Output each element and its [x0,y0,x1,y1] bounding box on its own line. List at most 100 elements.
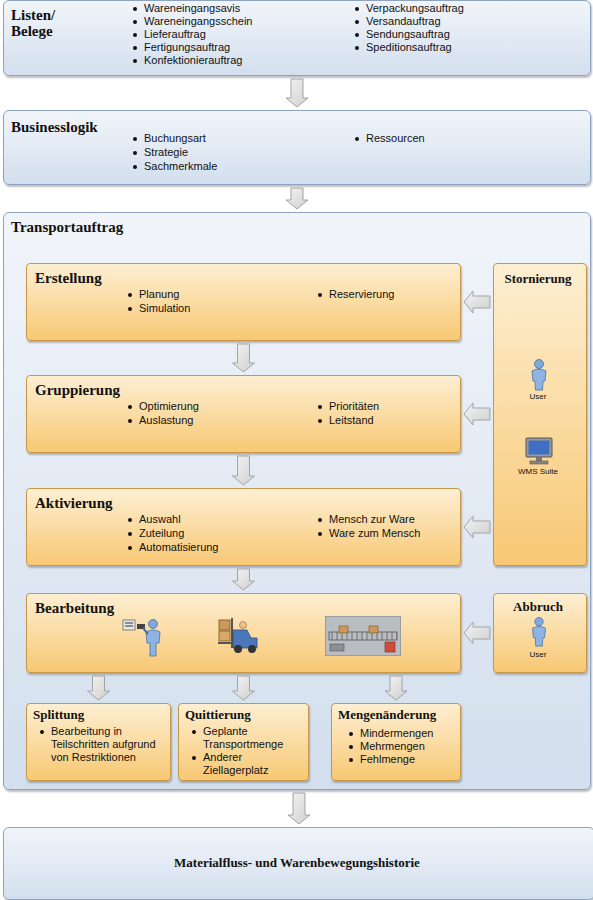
crate [219,631,230,641]
bullet-dot [349,758,353,762]
bullet-item: Versandauftrag [366,15,441,28]
box [339,626,348,633]
text-slot: User [494,650,582,659]
head [535,617,543,625]
text-slot: Geplante Transportmenge [203,725,303,751]
bullet-item: Mehrmengen [360,740,425,753]
base [530,461,548,464]
bullet-dot [318,293,322,297]
bullet-dot [318,419,322,423]
bullet-item: Mindermengen [360,727,433,740]
abort-box: AbbruchUser [493,593,587,673]
step-box: GruppierungOptimierungAuslastungPrioritä… [26,375,461,453]
text-slot: Abbruch [494,600,582,614]
cancel-column: StornierungUserWMS Suite [493,263,587,566]
box-heading: Splittung [33,708,84,722]
bullet-dot [133,46,137,50]
text-slot: Splittung [33,708,84,722]
text-slot: Gruppierung [35,382,120,398]
text-slot: Mensch zur Ware [329,513,415,526]
screen [529,441,550,455]
block-arrow [464,516,490,538]
head [149,620,158,629]
text-slot: Lieferauftrag [144,28,206,41]
text-slot: Versandauftrag [366,15,441,28]
text-slot: WMS Suite [494,467,582,476]
text-slot: Businesslogik [11,119,98,135]
block-arrow [88,676,110,700]
body [532,626,545,646]
text-slot: Listen/ Belege [11,7,81,39]
bullet-dot [128,546,132,550]
icon-label: User [494,392,582,401]
text-slot: Speditionsauftrag [366,41,452,54]
text-slot: Sendungsauftrag [366,28,450,41]
text-slot: Quittierung [185,708,251,722]
bullet-item: Buchungsart [144,132,206,145]
result-box: SplittungBearbeitung in Teilschritten au… [26,703,171,781]
text-slot: Bearbeitung in Teilschritten aufgrund vo… [51,725,163,764]
bullet-item: Automatisierung [139,541,219,554]
block-arrow [286,79,308,107]
bullet-item: Auslastung [139,414,193,427]
order-panel: TransportauftragErstellungPlanungSimulat… [3,212,591,790]
bullet-item: Bearbeitung in Teilschritten aufgrund vo… [51,725,163,764]
scan-label [123,620,135,630]
text-slot: Reservierung [329,288,394,301]
block-arrow [286,188,308,209]
text-slot: Mehrmengen [360,740,425,753]
bullet-dot [318,405,322,409]
box-heading: Erstellung [35,270,102,286]
text-slot: Stornierung [494,272,582,286]
block-arrow [233,344,255,372]
bullet-dot [128,307,132,311]
text-slot: Materialfluss- und Warenbewegungshistori… [4,856,590,870]
box-heading: Mengenänderung [338,708,436,722]
scanner-worker-picture [121,616,165,658]
text-slot: Aktivierung [35,495,113,511]
user-icon [529,617,549,647]
bullet-dot [355,7,359,11]
text-slot: Auswahl [139,513,181,526]
box-heading: Quittierung [185,708,251,722]
bullet-dot [355,46,359,50]
text-slot: Wareneingangsavis [144,2,240,15]
block-arrow [288,793,310,824]
box-heading: Gruppierung [35,382,120,398]
text-slot: Fehlmenge [360,753,415,766]
bullet-dot [192,756,196,760]
text-slot: Konfektionierauftrag [144,54,242,67]
box-heading: Listen/ Belege [11,7,81,39]
bullet-item: Speditionsauftrag [366,41,452,54]
icon-label: User [494,650,582,659]
bullet-dot [192,730,196,734]
text-slot: Leitstand [329,414,374,427]
barcode [125,623,133,624]
text-slot: Fertigungsauftrag [144,41,230,54]
bullet-item: Verpackungsauftrag [366,2,464,15]
text-slot: Optimierung [139,400,199,413]
text-slot: Auslastung [139,414,193,427]
bullet-item: Geplante Transportmenge [203,725,303,751]
logic-band: BusinesslogikBuchungsartStrategieSachmer… [3,110,591,185]
box-heading: Transportauftrag [11,219,123,235]
bullet-item: Zuteilung [139,527,184,540]
bullet-item: Ressourcen [366,132,425,145]
bullet-dot [133,7,137,11]
crate [219,620,230,630]
bullet-dot [128,293,132,297]
computer-icon [524,437,554,465]
text-slot: Sachmerkmale [144,160,217,173]
bullet-item: Planung [139,288,179,301]
bullet-dot [133,59,137,63]
bullet-item: Sachmerkmale [144,160,217,173]
bullet-item: Wareneingangsschein [144,15,252,28]
icon-label: WMS Suite [494,467,582,476]
bullet-item: Auswahl [139,513,181,526]
bullet-item: Anderer Ziellagerplatz [203,751,303,777]
bullet-dot [349,732,353,736]
bullet-item: Fertigungsauftrag [144,41,230,54]
result-box: QuittierungGeplante TransportmengeAndere… [178,703,309,781]
bullet-dot [133,151,137,155]
box-heading: Bearbeitung [35,600,114,616]
